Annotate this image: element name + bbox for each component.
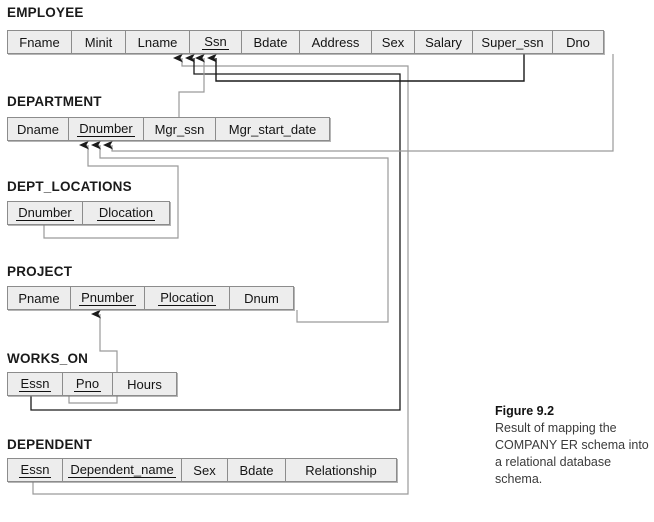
attribute-label: Essn	[18, 376, 52, 392]
wire-department-mgr-ssn-to-employee-ssn	[178, 53, 205, 117]
attribute-employee-ssn[interactable]: Ssn	[190, 31, 242, 53]
attribute-label: Dnumber	[77, 121, 135, 137]
figure-caption: Figure 9.2 Result of mapping the COMPANY…	[495, 403, 650, 488]
attribute-label: Lname	[137, 34, 178, 50]
attribute-label: Address	[311, 34, 360, 50]
attribute-dependent-essn[interactable]: Essn	[8, 459, 63, 481]
attribute-works_on-hours[interactable]: Hours	[113, 373, 176, 395]
attribute-employee-dno[interactable]: Dno	[553, 31, 603, 53]
attribute-project-pname[interactable]: Pname	[8, 287, 71, 309]
attribute-department-mgr_start_date[interactable]: Mgr_start_date	[216, 118, 329, 140]
attribute-label: Sex	[193, 462, 216, 478]
attribute-dept_locations-dnumber[interactable]: Dnumber	[8, 202, 83, 224]
attribute-project-pnumber[interactable]: Pnumber	[71, 287, 145, 309]
attribute-label: Bdate	[239, 462, 274, 478]
attribute-label: Mgr_start_date	[228, 121, 317, 137]
attribute-dependent-bdate[interactable]: Bdate	[228, 459, 286, 481]
attribute-works_on-pno[interactable]: Pno	[63, 373, 113, 395]
attribute-department-mgr_ssn[interactable]: Mgr_ssn	[144, 118, 216, 140]
attribute-label: Dno	[566, 34, 590, 50]
attribute-project-plocation[interactable]: Plocation	[145, 287, 230, 309]
wire-employee-super-ssn-to-employee-ssn	[207, 53, 525, 82]
relation-name-dependent: DEPENDENT	[7, 437, 93, 452]
attribute-label: Pno	[73, 376, 102, 392]
relation-name-works_on: WORKS_ON	[7, 351, 89, 366]
relation-schema-project: Pname Pnumber Plocation Dnum	[7, 286, 294, 310]
attribute-label: Pnumber	[79, 290, 136, 306]
attribute-label: Dnumber	[16, 205, 74, 221]
attribute-dept_locations-dlocation[interactable]: Dlocation	[83, 202, 169, 224]
relation-schema-employee: Fname Minit Lname Ssn Bdate Address Sex Salary S…	[7, 30, 604, 54]
attribute-dependent-sex[interactable]: Sex	[182, 459, 228, 481]
relation-name-employee: EMPLOYEE	[7, 5, 84, 20]
relation-schema-dependent: Essn Dependent_name Sex Bdate Relationship	[7, 458, 397, 482]
attribute-works_on-essn[interactable]: Essn	[8, 373, 63, 395]
figure-caption-text: Result of mapping the COMPANY ER schema …	[495, 421, 649, 486]
attribute-label: Sex	[381, 34, 405, 50]
relation-name-project: PROJECT	[7, 264, 73, 279]
attribute-label: Fname	[19, 34, 60, 50]
attribute-label: Hours	[127, 376, 162, 392]
attribute-label: Plocation	[158, 290, 216, 306]
attribute-dependent-relationship[interactable]: Relationship	[286, 459, 396, 481]
attribute-department-dnumber[interactable]: Dnumber	[69, 118, 144, 140]
attribute-project-dnum[interactable]: Dnum	[230, 287, 293, 309]
attribute-employee-lname[interactable]: Lname	[126, 31, 190, 53]
relation-name-dept_locations: DEPT_LOCATIONS	[7, 179, 132, 194]
attribute-dependent-dependent_name[interactable]: Dependent_name	[63, 459, 182, 481]
attribute-label: Dnum	[244, 290, 279, 306]
attribute-label: Super_ssn	[481, 34, 544, 50]
attribute-employee-minit[interactable]: Minit	[72, 31, 126, 53]
attribute-employee-sex[interactable]: Sex	[372, 31, 415, 53]
relation-schema-department: Dname Dnumber Mgr_ssn Mgr_start_date	[7, 117, 330, 141]
attribute-label: Ssn	[202, 34, 229, 50]
relation-name-department: DEPARTMENT	[7, 94, 102, 109]
attribute-employee-bdate[interactable]: Bdate	[242, 31, 300, 53]
attribute-employee-salary[interactable]: Salary	[415, 31, 473, 53]
attribute-label: Bdate	[253, 34, 288, 50]
attribute-label: Mgr_ssn	[154, 121, 205, 137]
attribute-label: Essn	[18, 462, 52, 478]
attribute-label: Pname	[18, 290, 60, 306]
attribute-label: Minit	[84, 34, 113, 50]
attribute-employee-super_ssn[interactable]: Super_ssn	[473, 31, 553, 53]
attribute-label: Dlocation	[96, 205, 156, 221]
relation-schema-works_on: Essn Pno Hours	[7, 372, 177, 396]
attribute-employee-fname[interactable]: Fname	[8, 31, 72, 53]
figure-number: Figure 9.2	[495, 404, 555, 418]
attribute-employee-address[interactable]: Address	[300, 31, 372, 53]
attribute-department-dname[interactable]: Dname	[8, 118, 69, 140]
attribute-label: Relationship	[305, 462, 377, 478]
relation-schema-dept_locations: Dnumber Dlocation	[7, 201, 170, 225]
attribute-label: Dependent_name	[68, 462, 176, 478]
attribute-label: Dname	[17, 121, 59, 137]
attribute-label: Salary	[425, 34, 462, 50]
